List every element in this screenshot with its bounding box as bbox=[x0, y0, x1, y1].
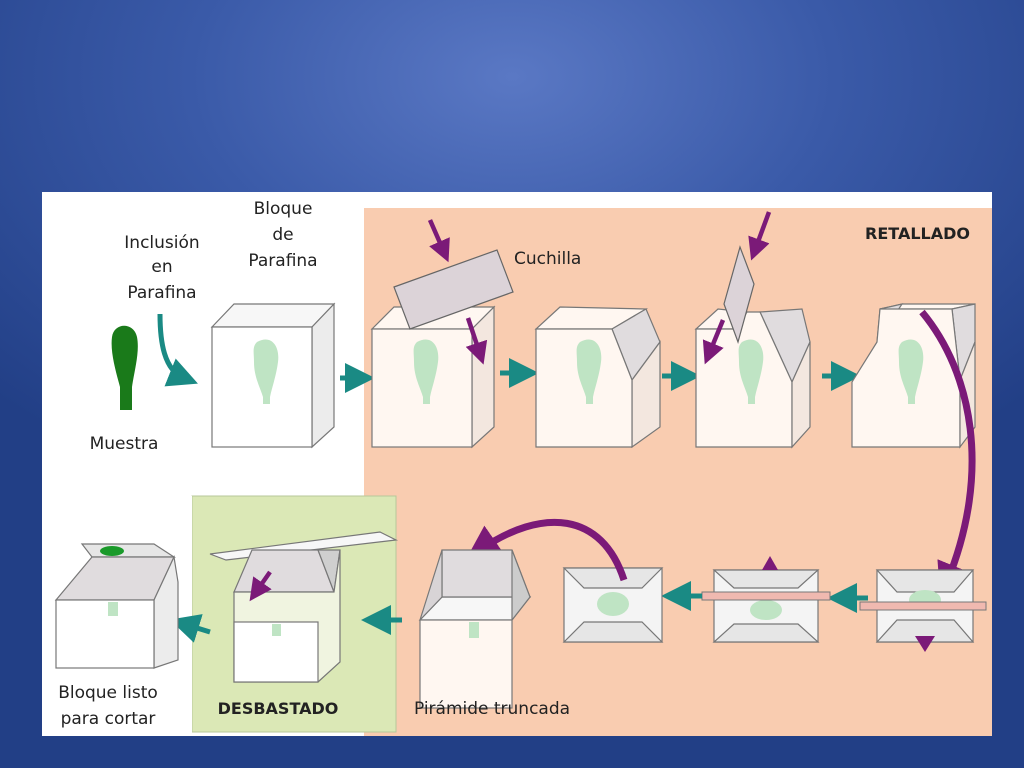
inclusion-arrow bbox=[157, 313, 198, 387]
diagram-panel: Inclusión en Parafina Bloque de Parafina… bbox=[42, 192, 992, 736]
block-top-view-1 bbox=[859, 569, 987, 652]
block-step-4 bbox=[851, 303, 976, 449]
desbastado-push-arrow bbox=[249, 570, 272, 602]
desbastado-title: DESBASTADO bbox=[218, 699, 339, 718]
pyramid-label: Pirámide truncada bbox=[414, 699, 570, 719]
knife-label: Cuchilla bbox=[514, 249, 581, 269]
sample-shape bbox=[111, 325, 138, 410]
blade-push-arrow-1 bbox=[427, 219, 450, 263]
flip-arrow-left bbox=[465, 518, 628, 582]
blade-1 bbox=[393, 249, 514, 330]
blade-2 bbox=[723, 245, 755, 344]
block-label-line-3: Parafina bbox=[248, 251, 317, 271]
inclusion-label-line-2: en bbox=[151, 257, 172, 277]
block-step-3 bbox=[694, 308, 811, 449]
block-top-view-3 bbox=[562, 567, 664, 643]
block-top-view-2 bbox=[701, 556, 831, 643]
final-label-line-1: Bloque listo bbox=[58, 683, 158, 703]
retallado-title: RETALLADO bbox=[865, 224, 970, 243]
inclusion-label-line-1: Inclusión bbox=[124, 233, 199, 253]
inclusion-label-line-3: Parafina bbox=[127, 283, 196, 303]
blade-push-arrow-2 bbox=[465, 317, 488, 365]
sample-label: Muestra bbox=[90, 434, 159, 454]
diagram-canvas: Inclusión en Parafina Bloque de Parafina… bbox=[42, 199, 992, 736]
truncated-pyramid bbox=[418, 549, 532, 709]
step-arrow-8 bbox=[169, 614, 211, 643]
block-label-line-2: de bbox=[272, 225, 293, 245]
block-label-line-1: Bloque bbox=[254, 199, 313, 219]
desbastado-block bbox=[209, 531, 399, 683]
blade-push-arrow-3 bbox=[748, 211, 772, 261]
final-block bbox=[54, 543, 179, 669]
paraffin-block bbox=[210, 302, 336, 449]
final-label-line-2: para cortar bbox=[61, 709, 156, 729]
block-step-2 bbox=[534, 306, 661, 449]
blade-push-arrow-4 bbox=[702, 319, 726, 365]
flip-arrow-right bbox=[919, 309, 976, 599]
block-step-1 bbox=[370, 305, 496, 449]
